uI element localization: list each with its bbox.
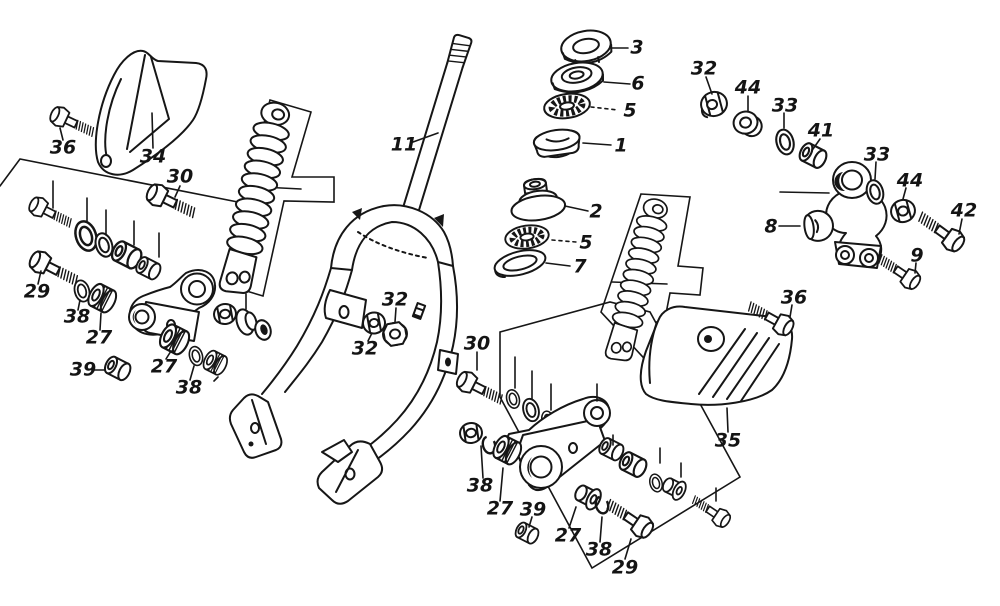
part-label-38: 38 <box>586 539 612 561</box>
part-label-32: 32 <box>382 289 408 311</box>
part-label-2: 2 <box>589 201 602 223</box>
part-label-33: 33 <box>864 144 890 166</box>
part-label-8: 8 <box>764 216 777 238</box>
part-label-11: 11 <box>391 134 417 156</box>
right-upper-parts <box>700 90 968 293</box>
part-label-41: 41 <box>807 120 834 142</box>
part-label-6: 6 <box>631 73 644 95</box>
leader-lines <box>37 47 963 560</box>
bottom-linkage-parts <box>454 368 734 547</box>
right-fork-guard <box>639 305 794 406</box>
left-shock-absorber <box>215 98 297 299</box>
part-label-9: 9 <box>910 245 923 267</box>
left-linkage-parts <box>26 194 272 384</box>
left-rocker-arm <box>128 269 217 342</box>
part-label-29: 29 <box>612 557 638 579</box>
part-label-1: 1 <box>614 135 627 157</box>
part-label-36: 36 <box>50 137 76 159</box>
assembly-ticks <box>52 180 717 502</box>
part-label-33: 33 <box>772 95 798 117</box>
part-label-38: 38 <box>176 377 202 399</box>
part-label-44: 44 <box>896 170 923 192</box>
part-label-42: 42 <box>950 200 977 222</box>
steering-head-parts <box>493 29 613 279</box>
lower-rocker-arm <box>505 395 611 491</box>
part-label-39: 39 <box>70 359 96 381</box>
part-label-5: 5 <box>579 232 592 254</box>
part-label-35: 35 <box>715 430 741 452</box>
part-label-32: 32 <box>352 338 378 360</box>
part-label-30: 30 <box>464 333 490 355</box>
part-label-39: 39 <box>520 499 546 521</box>
front-fork <box>228 33 473 505</box>
part-label-44: 44 <box>734 77 761 99</box>
fork-nuts-32 <box>362 311 408 347</box>
part-label-29: 29 <box>24 281 50 303</box>
right-rocker-arm <box>825 161 888 269</box>
part-label-27: 27 <box>151 356 178 378</box>
part-label-36: 36 <box>781 287 807 309</box>
part-label-27: 27 <box>487 498 514 520</box>
part-label-27: 27 <box>86 327 113 349</box>
part-label-38: 38 <box>467 475 493 497</box>
part-label-32: 32 <box>691 58 717 80</box>
part-label-34: 34 <box>140 146 166 168</box>
part-label-5: 5 <box>623 100 636 122</box>
part-label-38: 38 <box>64 306 90 328</box>
part-label-7: 7 <box>573 256 587 278</box>
part-label-27: 27 <box>555 525 582 547</box>
part-label-30: 30 <box>167 166 193 188</box>
part-label-3: 3 <box>630 37 643 59</box>
